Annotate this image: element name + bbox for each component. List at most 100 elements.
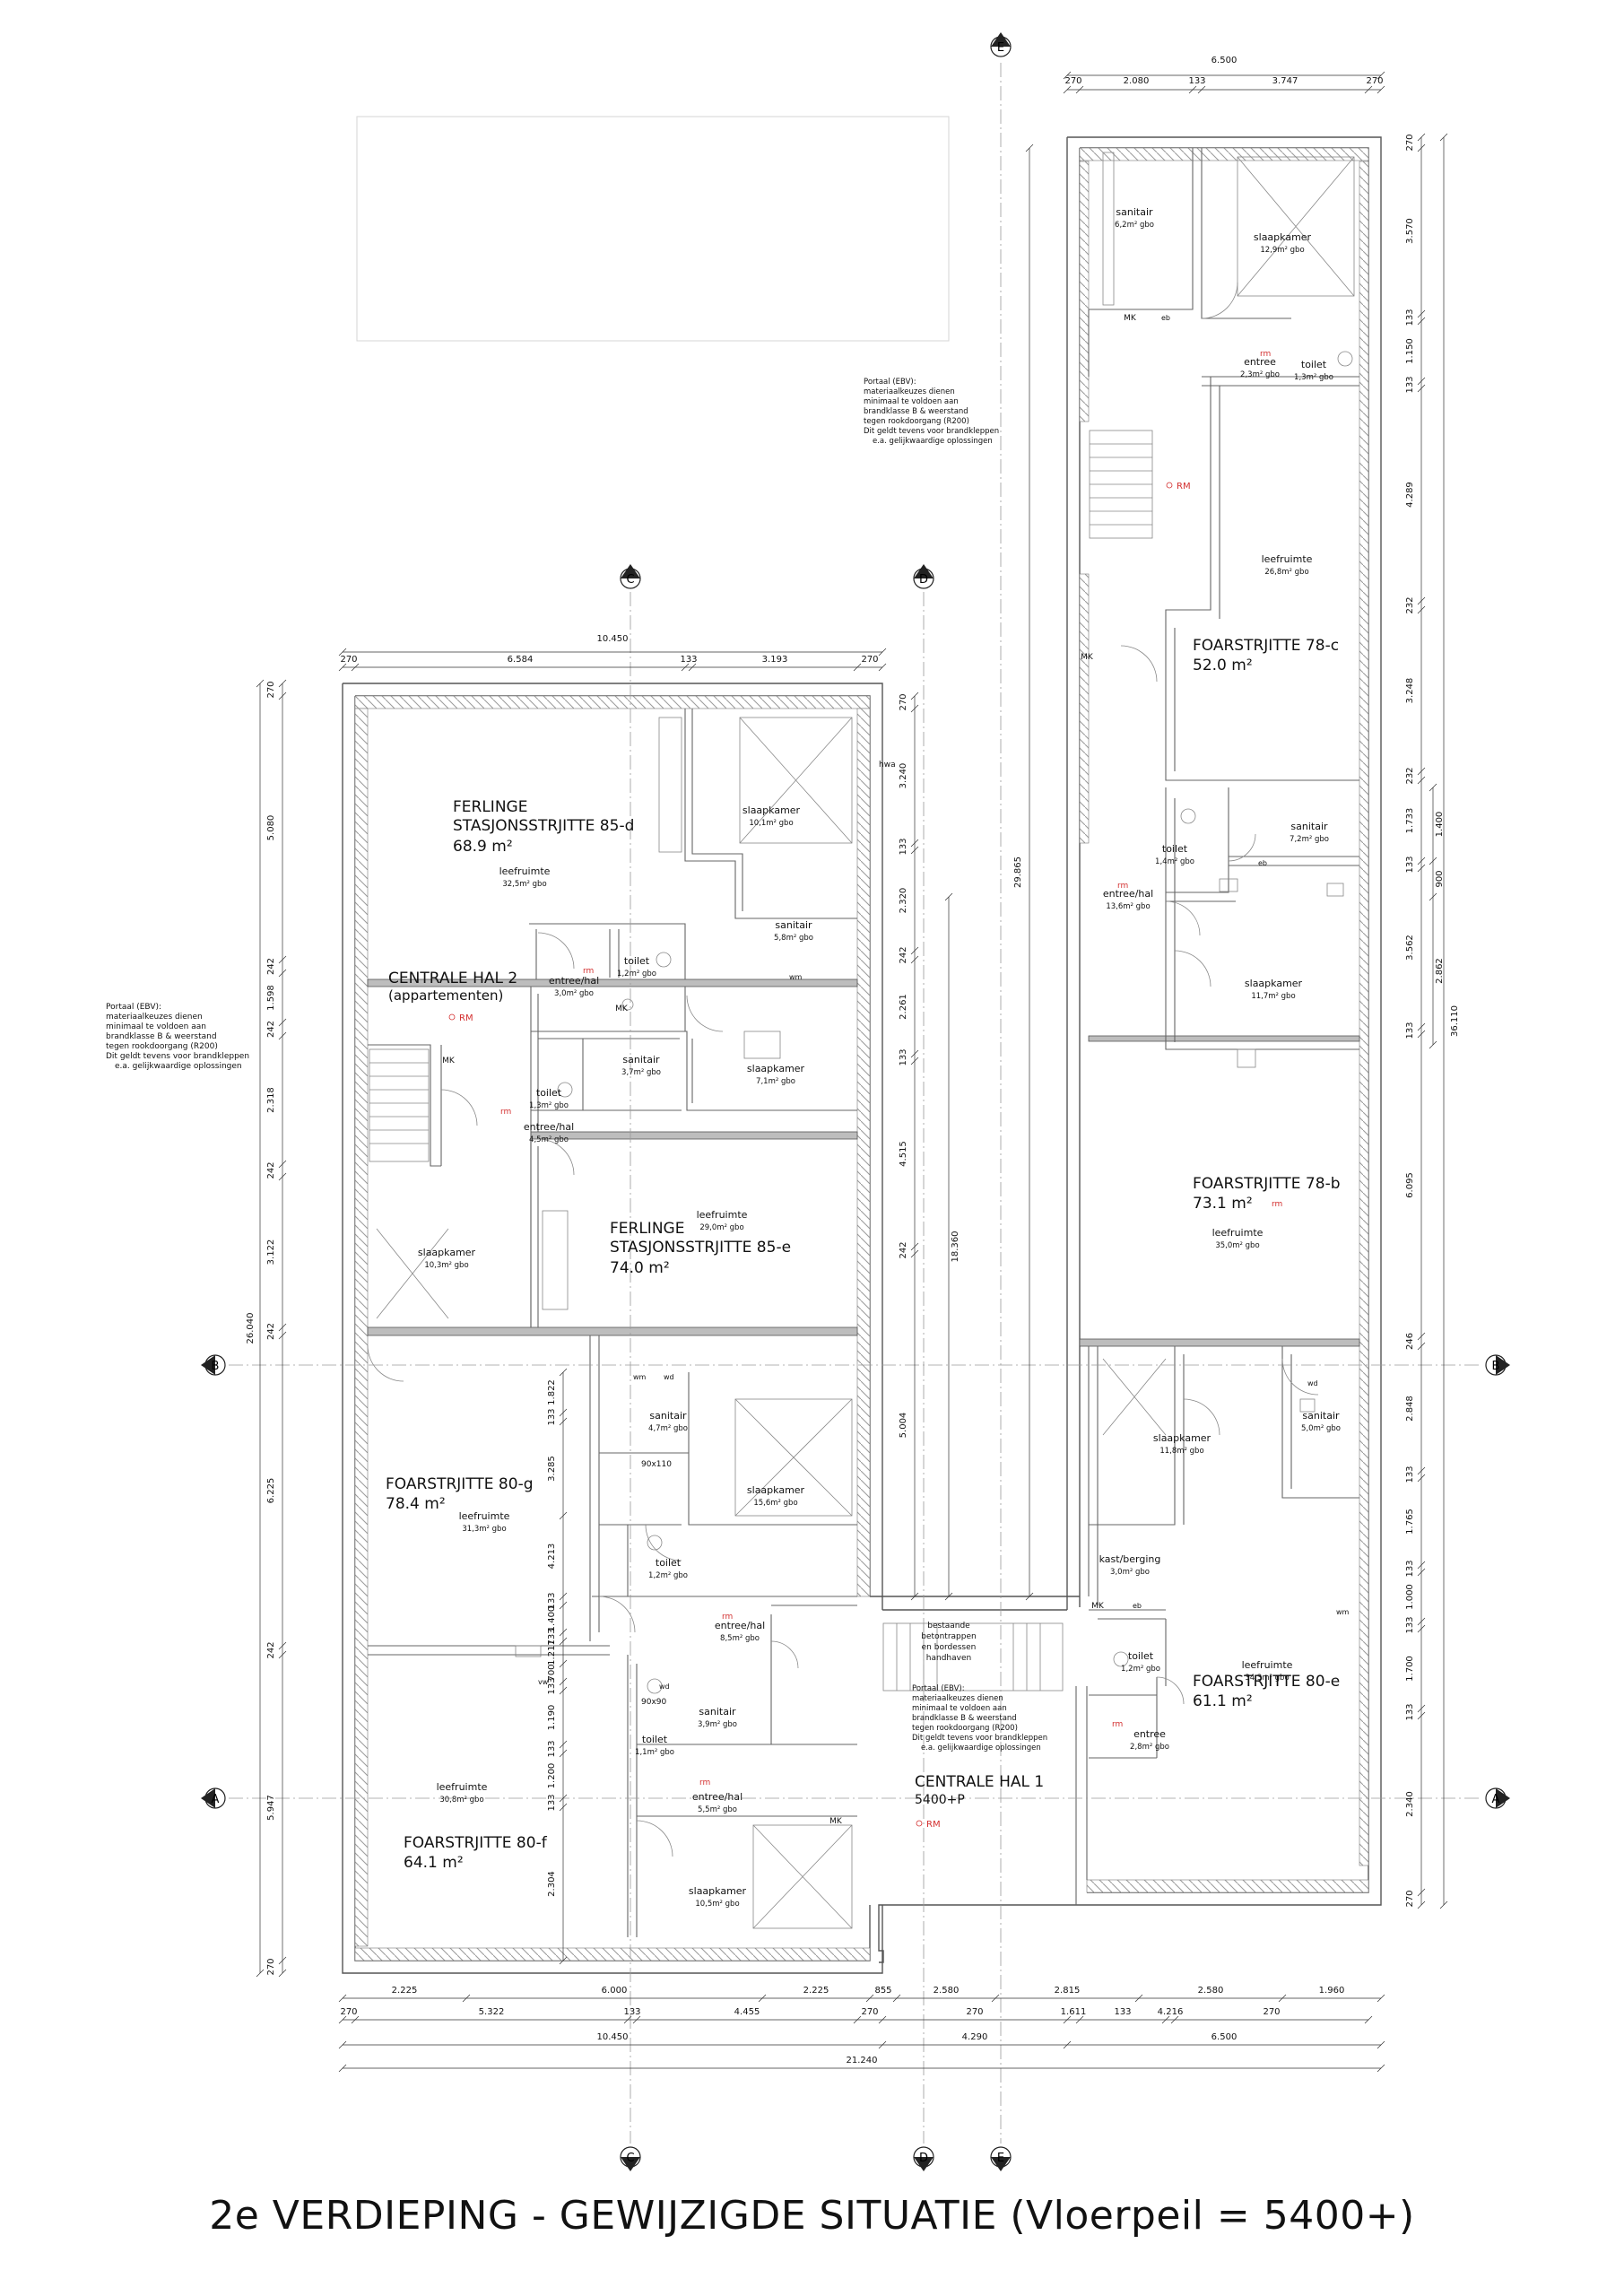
dim-left-outer-tick (256, 679, 265, 688)
dim-top-right-total-value: 6.500 (1211, 56, 1238, 65)
dim-left-2-tick (559, 1368, 568, 1377)
dim-right-1-value: 270 (1405, 134, 1415, 151)
dim-right-1-tick (1417, 1624, 1426, 1633)
smoke-detector-symbol (448, 1013, 456, 1021)
hall-sub: 5400+P (915, 1793, 965, 1807)
room-name: kast/berging (1099, 1553, 1161, 1565)
room-area: 35,0m² gbo (1215, 1241, 1259, 1250)
dim-right-1-value: 2.848 (1405, 1396, 1415, 1422)
dim-right-1-value: 232 (1405, 767, 1415, 784)
dim-bottom-1-tick (1134, 1994, 1143, 2003)
dim-left-1-value: 270 (266, 1958, 276, 1975)
appliance-mark: wd (1307, 1379, 1318, 1387)
dim-corridor-tick (910, 846, 919, 855)
apartment-name: FOARSTRJITTE 80-f (404, 1834, 548, 1852)
dim-right-1-value: 1.000 (1405, 1584, 1415, 1610)
dim-bottom-1-value: 2.225 (392, 1986, 418, 1996)
room-area: 4,7m² gbo (648, 1424, 688, 1433)
portaal-note-line: Dit geldt tevens voor brandkleppen (106, 1052, 249, 1061)
meterkast-mark: MK (1124, 314, 1137, 323)
smoke-detector-small: rm (699, 1779, 710, 1787)
dim-right-1-tick (1417, 309, 1426, 318)
dim-top-left-value: 3.193 (762, 655, 788, 665)
room-area: 13,6m² gbo (1106, 902, 1150, 911)
dim-corridor-value: 270 (899, 693, 908, 710)
room-area: 3,0m² gbo (1110, 1568, 1150, 1577)
portaal-note-line: minimaal te voldoen aan (106, 1022, 206, 1031)
apartment-area: 68.9 m² (453, 838, 513, 856)
section-marker-label: C (626, 573, 634, 587)
dim-right-1-tick (1417, 864, 1426, 873)
dim-bottom-3-tick (1063, 2040, 1072, 2049)
room-area: 31,3m² gbo (462, 1525, 506, 1534)
dim-right-outer-tick (1439, 1900, 1448, 1909)
dim-right-2-value: 900 (1435, 870, 1445, 887)
dim-bottom-2-tick (1063, 2015, 1072, 2024)
dim-left-1-tick (278, 1650, 287, 1659)
dim-right-1-tick (1417, 1617, 1426, 1626)
dim-left-2-tick (559, 1749, 568, 1758)
dim-right-2-value: 1.400 (1435, 812, 1445, 838)
appliance-mark: wd (664, 1373, 674, 1381)
dim-left-2-tick (559, 1637, 568, 1646)
dim-left-2-tick (559, 1601, 568, 1610)
dim-right-1-value: 1.700 (1405, 1656, 1415, 1682)
apartment-name-2: STASJONSSTRJITTE 85-d (453, 817, 634, 835)
portaal-note-line: e.a. gelijkwaardige oplossingen (115, 1062, 242, 1071)
vw-mark: vw (538, 1678, 549, 1686)
room-area: 34,3m² gbo (1245, 1674, 1289, 1683)
dim-top-right-value: 270 (1064, 76, 1081, 86)
portaal-note-line: brandklasse B & weerstand (912, 1714, 1017, 1723)
portaal-note-line: Portaal (EBV): (106, 1003, 161, 1012)
dim-bottom-1-tick (1278, 1994, 1287, 2003)
dim-bottom-total-tick (1376, 2064, 1385, 2073)
dim-corridor-tick (910, 691, 919, 700)
separating-walls (367, 978, 1360, 1347)
section-marker-label: A (212, 1793, 220, 1806)
section-marker-d: D (913, 2146, 934, 2171)
appliance-mark: wm (633, 1373, 647, 1381)
dim-bottom-2-tick (1170, 2015, 1179, 2024)
dim-top-left-total-value: 10.450 (597, 634, 629, 644)
room-area: 5,5m² gbo (698, 1805, 737, 1814)
room-area: 2,8m² gbo (1130, 1743, 1169, 1752)
apartment-area: 74.0 m² (610, 1259, 670, 1277)
dim-right-1-value: 133 (1405, 1616, 1415, 1633)
dim-bottom-1-tick (892, 1994, 901, 2003)
shower-size: 90x90 (641, 1698, 667, 1707)
dim-right-1-tick (1417, 1474, 1426, 1483)
room-name: sanitair (775, 919, 812, 931)
room-name: slaapkamer (689, 1885, 747, 1897)
dim-top-left-tick (338, 663, 347, 672)
dim-left-1-tick (278, 1160, 287, 1169)
section-marker-label: B (1492, 1360, 1500, 1373)
dim-left-2-tick (559, 1686, 568, 1695)
dim-right-1-tick (1417, 144, 1426, 152)
stairs-note-line: bestaande (927, 1622, 970, 1631)
dim-left-2-value: 2.304 (547, 1871, 557, 1897)
dim-right-1-tick (1417, 1561, 1426, 1570)
meterkast-mark: MK (615, 1004, 629, 1013)
dim-left-1-value: 242 (266, 1161, 276, 1178)
room-name: leefruimte (1262, 553, 1313, 565)
dim-left-1-tick (278, 1172, 287, 1181)
dim-top-left-tick (681, 663, 690, 672)
appliance-mark: wm (1336, 1608, 1350, 1616)
dim-bottom-3-value: 10.450 (597, 2032, 629, 2042)
dim-right-1-tick (1417, 377, 1426, 386)
dim-corridor-tick (910, 1592, 919, 1601)
room-name: leefruimte (697, 1209, 748, 1221)
dim-right-1-value: 1.733 (1405, 808, 1415, 834)
dim-top-right-value: 270 (1366, 76, 1383, 86)
portaal-note-line: tegen rookdoorgang (R200) (106, 1042, 218, 1051)
dim-right-2-tick (1429, 857, 1437, 865)
dim-right-1-tick (1417, 1704, 1426, 1713)
room-area: 12,9m² gbo (1260, 246, 1304, 255)
eb-mark: eb (1258, 859, 1267, 867)
dim-bottom-2-value: 270 (1263, 2007, 1280, 2017)
dim-bottom-total-tick (338, 2064, 347, 2073)
apartment-name: FERLINGE (610, 1220, 684, 1238)
dim-bottom-2-value: 1.611 (1061, 2007, 1087, 2017)
dim-corridor-tick (910, 946, 919, 955)
dim-left-outer-value: 26.040 (246, 1313, 256, 1344)
